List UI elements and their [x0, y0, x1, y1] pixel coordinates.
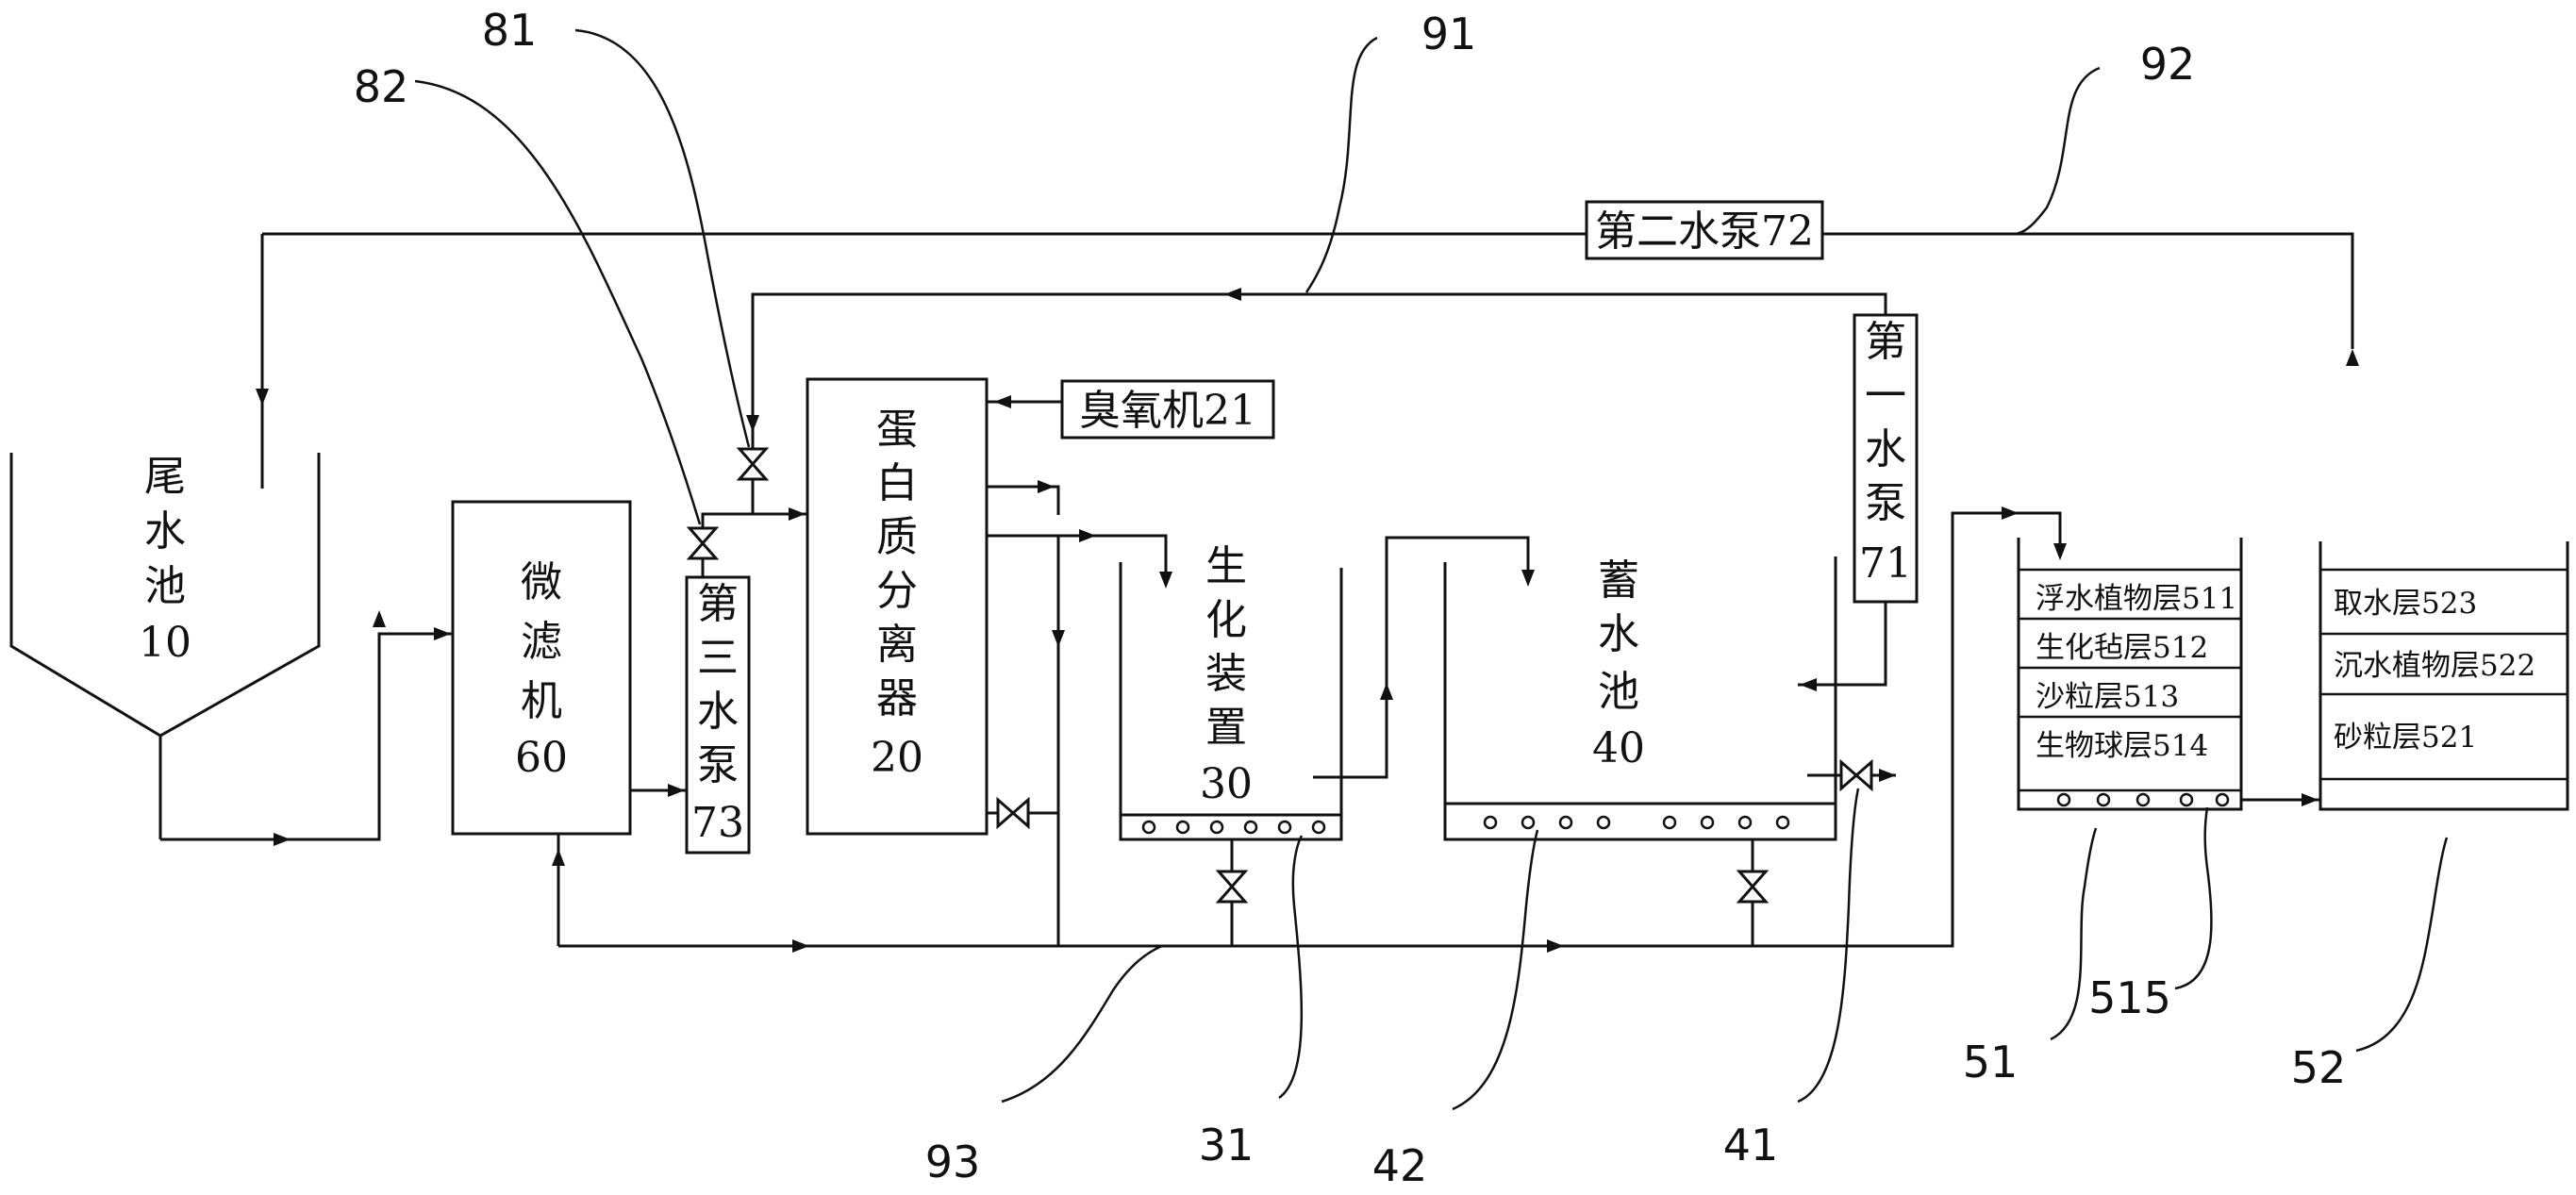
tank51-layer-1: 浮水植物层511 [2036, 582, 2237, 616]
tail-pool-char-3: 池 [144, 562, 186, 610]
microfilter-char-1: 微 [521, 558, 562, 606]
tank52-layer-2: 沉水植物层522 [2334, 649, 2535, 683]
tail-pool-number: 10 [139, 619, 191, 667]
valve-82 [686, 526, 720, 560]
tail-pool-char-2: 水 [144, 507, 186, 556]
tank51-layer-3: 沙粒层513 [2036, 680, 2179, 714]
valve-biochem-drain [1215, 870, 1249, 904]
aeration-holes-31 [1141, 820, 1326, 835]
protein-char-6: 器 [876, 674, 918, 722]
valve-storage-drain [1736, 870, 1770, 904]
aeration-holes-515 [2056, 792, 2230, 807]
tank52-layer-1: 取水层523 [2334, 587, 2477, 621]
second-water-pump: 第二水泵72 [1585, 200, 1824, 260]
pipe-pool-to-microfilter [160, 632, 453, 841]
pump3-char-2: 三 [697, 634, 739, 682]
pump1-char-4: 泵 [1865, 479, 1906, 527]
ref-515: 515 [2088, 972, 2171, 1023]
microfilter-char-3: 机 [521, 677, 562, 725]
pump2-label: 第二水泵72 [1595, 207, 1814, 256]
protein-char-2: 白 [876, 459, 918, 507]
storage-number: 40 [1592, 724, 1645, 772]
ecological-tank-52: 取水层523 沉水植物层522 砂粒层521 [2318, 541, 2569, 811]
reference-leaders [414, 28, 2449, 1111]
bottom-pipe-93 [558, 511, 2062, 948]
tank51-layer-4: 生物球层514 [2036, 729, 2208, 763]
ecological-tank-51: 浮水植物层511 生化毡层512 沙粒层513 生物球层514 [2017, 538, 2243, 811]
ref-31: 31 [1199, 1120, 1255, 1170]
pump1-char-2: 一 [1865, 372, 1906, 420]
ref-51: 51 [1963, 1037, 2019, 1087]
tail-water-pool: 尾 水 池 10 [9, 453, 321, 839]
pump1-char-1: 第 [1865, 318, 1906, 366]
ref-52: 52 [2291, 1042, 2347, 1093]
valve-81 [736, 447, 770, 481]
pump1-number: 71 [1859, 539, 1912, 588]
ref-82: 82 [354, 61, 409, 112]
aeration-holes-42 [1483, 815, 1790, 830]
ref-92: 92 [2140, 39, 2196, 90]
protein-separator: 蛋 白 质 分 离 器 20 [806, 377, 989, 836]
pump1-char-3: 水 [1865, 425, 1906, 473]
pump3-number: 73 [691, 799, 744, 847]
microfilter-char-2: 滤 [521, 618, 562, 666]
valve-41 [1839, 758, 1873, 792]
ref-81: 81 [482, 5, 538, 56]
biochem-number: 30 [1200, 760, 1253, 808]
storage-pool: 蓄 水 池 40 [1443, 556, 1837, 841]
protein-char-5: 离 [876, 621, 918, 669]
biochem-char-3: 装 [1205, 650, 1247, 698]
storage-char-1: 蓄 [1598, 556, 1639, 605]
storage-char-2: 水 [1598, 610, 1639, 658]
pump3-char-4: 泵 [697, 741, 739, 789]
protein-number: 20 [871, 734, 923, 782]
first-water-pump: 第 一 水 泵 71 [1853, 313, 1919, 604]
biochemical-device: 生 化 装 置 30 [1119, 542, 1343, 841]
biochem-char-2: 化 [1205, 596, 1247, 644]
pump3-char-3: 水 [697, 688, 739, 736]
ref-42: 42 [1372, 1140, 1428, 1191]
protein-char-1: 蛋 [876, 406, 918, 454]
ref-41: 41 [1723, 1120, 1779, 1170]
tank51-layer-2: 生化毡层512 [2036, 631, 2208, 665]
biochem-char-1: 生 [1205, 542, 1247, 590]
tail-pool-char-1: 尾 [144, 453, 186, 501]
protein-char-3: 质 [876, 513, 918, 561]
microfilter: 微 滤 机 60 [451, 500, 632, 836]
storage-char-3: 池 [1598, 668, 1639, 716]
biochem-char-4: 置 [1205, 704, 1247, 752]
third-water-pump: 第 三 水 泵 73 [685, 575, 751, 855]
protein-char-4: 分 [876, 567, 918, 615]
valve-protein-drain [996, 796, 1030, 830]
ref-91: 91 [1421, 8, 1477, 59]
ref-93: 93 [925, 1137, 981, 1187]
tank52-layer-3: 砂粒层521 [2334, 721, 2477, 755]
pump3-char-1: 第 [697, 580, 739, 628]
ozone-machine: 臭氧机21 [1060, 379, 1275, 440]
ozone-label: 臭氧机21 [1079, 387, 1256, 435]
microfilter-number: 60 [515, 734, 568, 782]
